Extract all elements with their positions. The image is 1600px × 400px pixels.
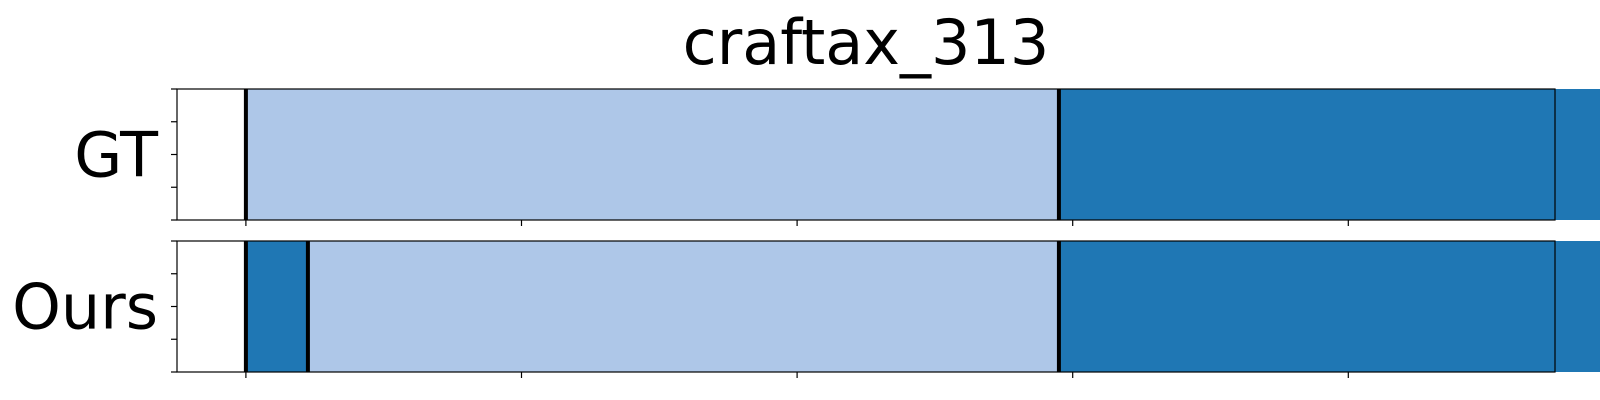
chart-title: craftax_313 (683, 6, 1050, 79)
segment-gt-0 (245, 89, 1059, 220)
segment-ours-1 (307, 241, 1059, 372)
segment-ours-0 (245, 241, 308, 372)
row-label-ours: Ours (12, 271, 158, 344)
segment-gt-1 (1058, 89, 1600, 220)
row-label-gt: GT (74, 119, 159, 192)
segment-ours-2 (1058, 241, 1600, 372)
